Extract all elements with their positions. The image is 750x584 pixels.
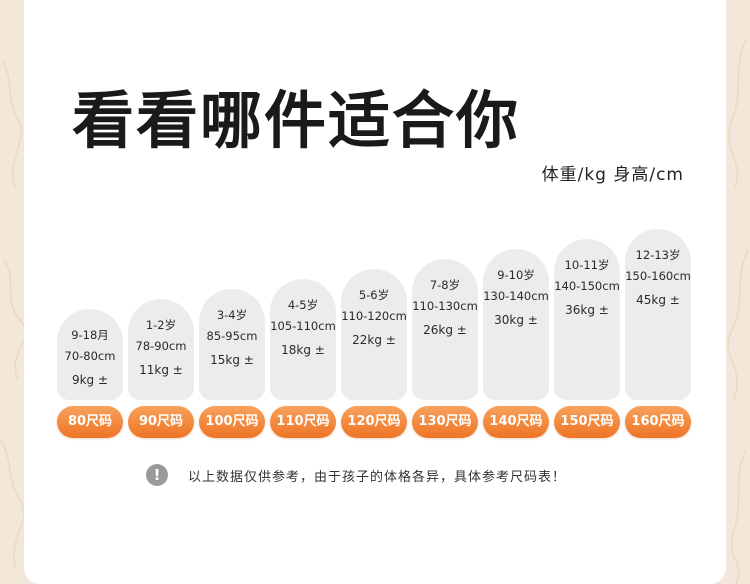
weight-label: 22kg ± (352, 333, 396, 347)
weight-label: 26kg ± (423, 323, 467, 337)
height-label: 140-150cm (554, 279, 620, 293)
size-button[interactable]: 120尺码 (341, 406, 407, 438)
age-label: 7-8岁 (429, 278, 461, 292)
size-bar (128, 299, 194, 400)
age-label: 10-11岁 (564, 258, 610, 272)
weight-label: 18kg ± (281, 343, 325, 357)
size-bar (199, 289, 265, 400)
size-button[interactable]: 90尺码 (128, 406, 194, 438)
units-label: 体重/kg 身高/cm (541, 165, 684, 185)
age-label: 1-2岁 (145, 318, 177, 332)
size-button[interactable]: 110尺码 (270, 406, 336, 438)
height-label: 85-95cm (206, 329, 258, 343)
size-bar (625, 229, 691, 400)
size-bar (270, 279, 336, 400)
size-button[interactable]: 160尺码 (625, 406, 691, 438)
height-label: 105-110cm (270, 319, 336, 333)
height-label: 110-120cm (341, 309, 407, 323)
age-label: 9-10岁 (497, 268, 535, 282)
disclaimer-note: ! 以上数据仅供参考，由于孩子的体格各异，具体参考尺码表！ (146, 464, 566, 486)
size-bar (483, 249, 549, 400)
height-label: 110-130cm (412, 299, 478, 313)
height-label: 150-160cm (625, 269, 691, 283)
size-button[interactable]: 150尺码 (554, 406, 620, 438)
age-label: 3-4岁 (216, 308, 248, 322)
weight-label: 36kg ± (565, 303, 609, 317)
weight-label: 11kg ± (139, 363, 183, 377)
weight-label: 45kg ± (636, 293, 680, 307)
disclaimer-text: 以上数据仅供参考，由于孩子的体格各异，具体参考尺码表！ (188, 469, 567, 485)
age-label: 5-6岁 (358, 288, 390, 302)
size-bar (57, 309, 123, 400)
size-button[interactable]: 100尺码 (199, 406, 265, 438)
weight-label: 9kg ± (71, 373, 109, 387)
age-label: 4-5岁 (287, 298, 319, 312)
weight-label: 15kg ± (210, 353, 254, 367)
height-label: 70-80cm (64, 349, 116, 363)
size-bar (341, 269, 407, 400)
age-label: 9-18月 (71, 328, 109, 342)
age-label: 12-13岁 (635, 248, 681, 262)
height-label: 130-140cm (483, 289, 549, 303)
exclamation-icon: ! (146, 464, 168, 486)
size-bar (412, 259, 478, 400)
size-button[interactable]: 130尺码 (412, 406, 478, 438)
height-label: 78-90cm (135, 339, 187, 353)
page-title: 看看哪件适合你 (72, 84, 521, 157)
weight-label: 30kg ± (494, 313, 538, 327)
size-bar (554, 239, 620, 400)
size-button[interactable]: 80尺码 (57, 406, 123, 438)
size-button[interactable]: 140尺码 (483, 406, 549, 438)
